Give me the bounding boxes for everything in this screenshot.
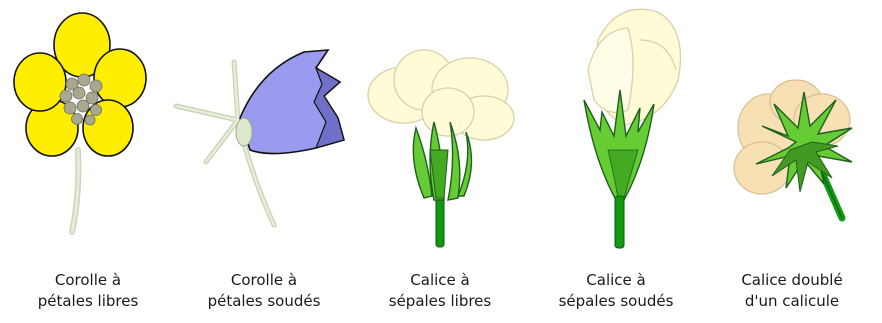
figure-double-calyx: Calice doublé d'un calicule [704, 0, 880, 323]
bellflower-illustration [176, 0, 352, 260]
free-sepals-illustration [352, 0, 528, 260]
figure-fused-petals: Corolle à pétales soudés [176, 0, 352, 323]
cream-petals [368, 50, 514, 140]
stem [615, 196, 624, 248]
caption-line-2: pétales soudés [176, 291, 352, 312]
caption-line-1: Corolle à [176, 270, 352, 291]
buttercup-illustration [0, 0, 176, 260]
cream-petals [588, 9, 681, 125]
caption-free-sepals: Calice à sépales libres [352, 270, 528, 312]
caption-double-calyx: Calice doublé d'un calicule [704, 270, 880, 312]
double-calyx-illustration [704, 0, 880, 260]
caption-line-2: d'un calicule [704, 291, 880, 312]
figure-free-sepals: Calice à sépales libres [352, 0, 528, 323]
caption-line-1: Corolle à [0, 270, 176, 291]
caption-line-2: pétales libres [0, 291, 176, 312]
fused-sepals-illustration [528, 0, 704, 260]
caption-line-2: sépales soudés [528, 291, 704, 312]
caption-fused-sepals: Calice à sépales soudés [528, 270, 704, 312]
caption-fused-petals: Corolle à pétales soudés [176, 270, 352, 312]
petal-left [14, 53, 66, 111]
caption-free-petals: Corolle à pétales libres [0, 270, 176, 312]
caption-line-1: Calice à [528, 270, 704, 291]
caption-line-2: sépales libres [352, 291, 528, 312]
figure-fused-sepals: Calice à sépales soudés [528, 0, 704, 323]
caption-line-1: Calice doublé [704, 270, 880, 291]
petal-right [94, 49, 146, 107]
figure-free-petals: Corolle à pétales libres [0, 0, 176, 323]
caption-line-1: Calice à [352, 270, 528, 291]
